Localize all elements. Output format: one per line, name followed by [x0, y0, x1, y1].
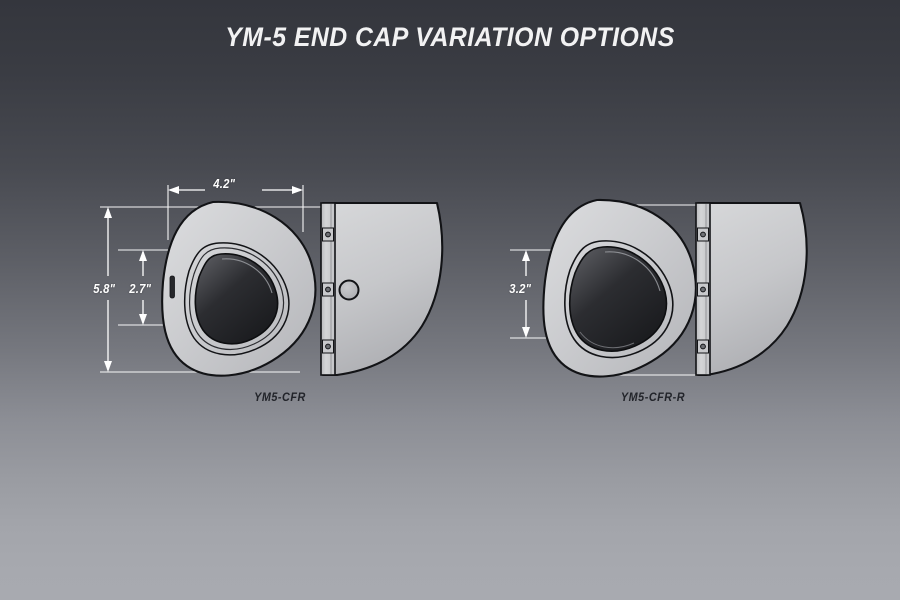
dimension-opening-height-right: [522, 250, 530, 338]
part-ym5-cfr-r: [510, 198, 808, 378]
dimension-label-opening-height: 2.7": [129, 282, 152, 296]
face-opening-left: [194, 253, 279, 345]
dimension-overall-height: [104, 207, 112, 372]
page-title: YM-5 END CAP VARIATION OPTIONS: [225, 22, 675, 52]
end-cap-body-left: [321, 201, 444, 377]
end-cap-body-right: [696, 201, 808, 377]
body-port-hole-left: [338, 279, 360, 301]
face-opening-right: [568, 246, 668, 352]
dimension-overall-width: [168, 186, 303, 194]
face-opening-highlight-left: [221, 258, 273, 294]
face-opening-highlight-right: [604, 251, 661, 292]
dimension-label-opening-height-right: 3.2": [509, 282, 532, 296]
part-ym5-cfr: [100, 185, 444, 377]
part-caption-ym5-cfr: YM5-CFR: [254, 390, 306, 404]
face-recess-mid-left: [188, 247, 285, 351]
face-opening-inner-edge-right: [579, 331, 635, 349]
dimension-opening-height: [139, 250, 147, 325]
face-tab-slot-left: [169, 275, 175, 299]
dimension-label-overall-height: 5.8": [93, 282, 116, 296]
face-recess-outer-right: [564, 240, 674, 359]
dimension-label-overall-width: 4.2": [213, 177, 236, 191]
part-caption-ym5-cfr-r: YM5-CFR-R: [620, 390, 686, 404]
face-recess-outer-left: [183, 242, 290, 356]
flange-rivets-right: [697, 227, 709, 354]
flange-rivets-left: [322, 227, 334, 354]
